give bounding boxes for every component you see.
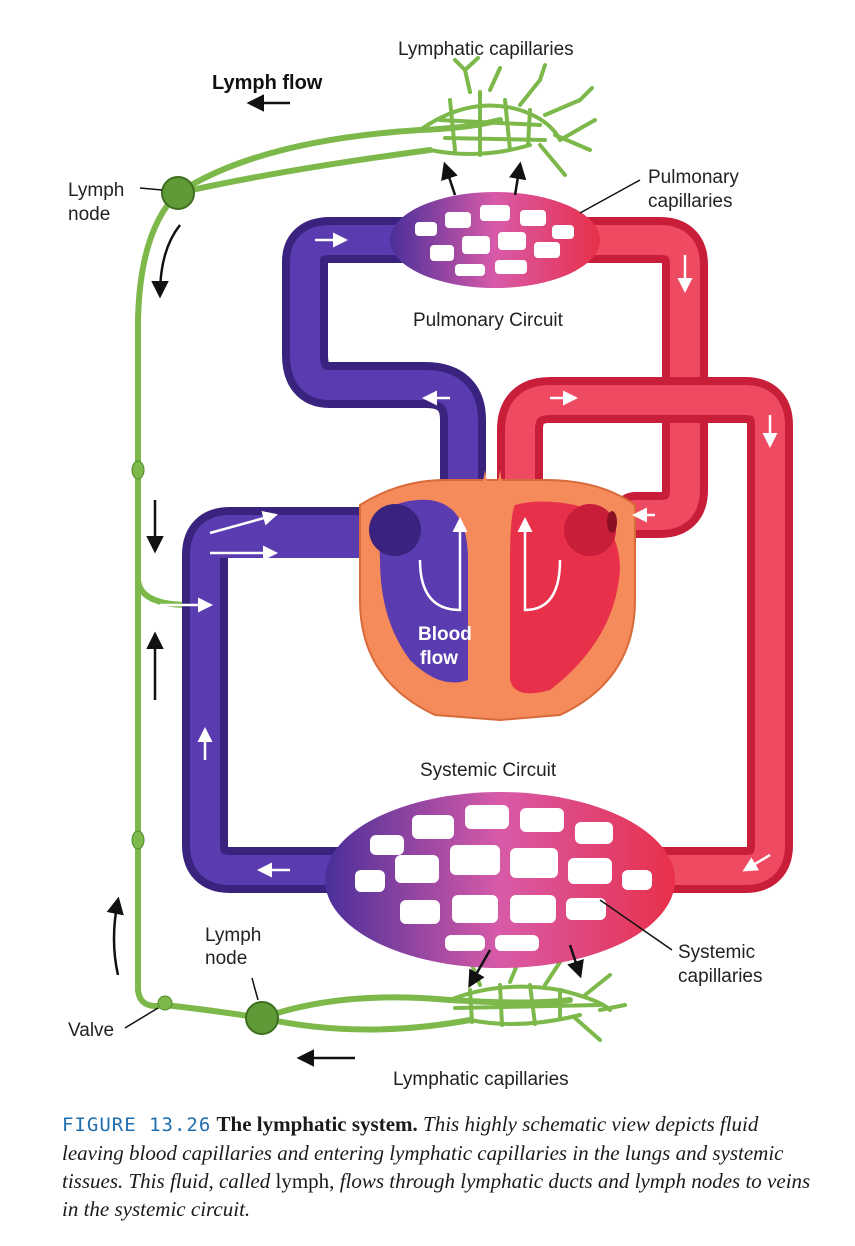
label-systemic-circuit: Systemic Circuit: [420, 760, 557, 781]
lymphatic-capillaries-top-network: [418, 56, 597, 177]
figure-number: FIGURE 13.26: [62, 1114, 212, 1136]
caption-text-1: This highly schematic view depicts fluid…: [62, 1112, 784, 1193]
heart: [359, 470, 636, 722]
lymphatic-system-diagram: Lymph flow Lymphatic capillaries Pulmona…: [68, 39, 793, 1090]
caption-term: lymph,: [275, 1169, 335, 1193]
lymphatic-vessels: [135, 117, 573, 1033]
label-pulmonary-capillaries-line1: Pulmonary: [648, 167, 739, 188]
lymph-node-top: [161, 176, 195, 210]
label-pulmonary-circuit: Pulmonary Circuit: [413, 310, 564, 331]
figure-caption: FIGURE 13.26 The lymphatic system. This …: [62, 1110, 822, 1223]
label-lymph-node-top-line2: node: [68, 204, 110, 225]
label-valve: Valve: [68, 1020, 114, 1041]
lymph-node-bottom: [245, 1001, 279, 1035]
pulmonary-capillaries-network: [390, 192, 600, 288]
caption-text-2: flows through lymphatic ducts and lymph …: [62, 1169, 811, 1221]
pointer-lines: [124, 179, 673, 1029]
label-systemic-capillaries-line1: Systemic: [678, 942, 755, 963]
lymph-valves: [131, 460, 173, 1011]
label-lymphatic-capillaries-top: Lymphatic capillaries: [398, 39, 574, 60]
blood-flow-arrows: [160, 232, 778, 878]
label-pulmonary-capillaries-line2: capillaries: [648, 191, 732, 212]
label-lymphatic-capillaries-bottom: Lymphatic capillaries: [393, 1069, 569, 1090]
label-blood-flow-line2: flow: [420, 648, 458, 669]
label-blood-flow-line1: Blood: [418, 624, 472, 645]
systemic-capillaries-network: [325, 792, 675, 968]
label-lymph-node-top-line1: Lymph: [68, 180, 124, 201]
label-lymph-node-bottom-line1: Lymph: [205, 925, 261, 946]
label-lymph-node-bottom-line2: node: [205, 948, 247, 969]
label-lymph-flow: Lymph flow: [212, 72, 323, 94]
lymph-flow-arrows: [106, 94, 584, 1067]
label-systemic-capillaries-line2: capillaries: [678, 966, 762, 987]
figure-title: The lymphatic system.: [216, 1112, 418, 1136]
